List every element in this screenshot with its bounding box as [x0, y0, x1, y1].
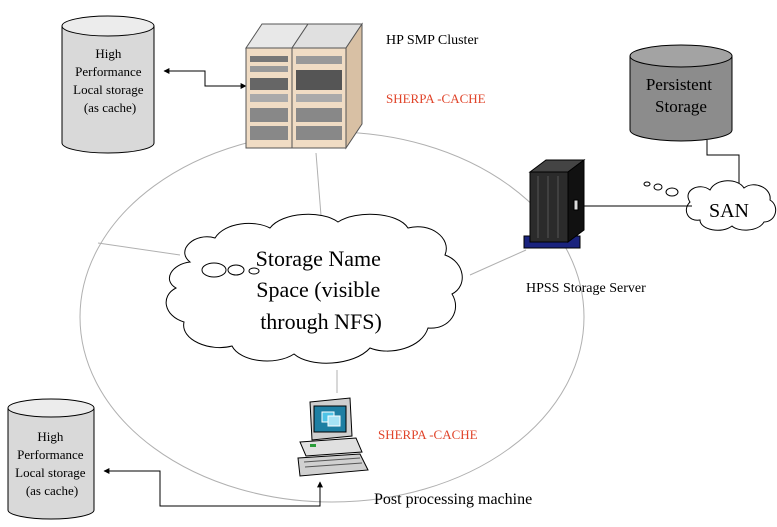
svg-text:Storage Name Space (visibl: Storage Name Space (visible through NFS) [256, 246, 387, 334]
persistent-storage-line: Persistent [646, 75, 712, 94]
local-storage-top-line: High [95, 46, 122, 61]
hpss-server-icon [523, 159, 586, 249]
persistent-san-link [706, 140, 740, 188]
svg-text:Persistent Storage: Persistent Storage [646, 75, 716, 116]
namespace-cloud [165, 213, 463, 364]
spoke-hpss [469, 249, 527, 276]
namespace-line: through NFS) [260, 309, 382, 334]
svg-text:High Performance L: High Performance Local storage (as cache… [73, 46, 147, 115]
local-storage-top-line: (as cache) [84, 100, 136, 115]
san-cloud [643, 180, 777, 231]
local-storage-bottom-line: Performance [17, 447, 84, 462]
local-storage-bottom-line: (as cache) [26, 483, 78, 498]
local-storage-top-line: Performance [75, 64, 142, 79]
cluster-cache-label: SHERPA -CACHE [386, 91, 486, 106]
persistent-storage-line: Storage [655, 97, 707, 116]
storage-post-arrow [103, 468, 323, 507]
local-storage-bottom-line: High [37, 429, 64, 444]
local-storage-bottom-cylinder: High Performance Local storage (as cache… [7, 398, 95, 520]
hp-smp-cluster-icon [245, 22, 363, 150]
local-storage-top-line: Local storage [73, 82, 144, 97]
cluster-title: HP SMP Cluster [386, 33, 479, 48]
spoke-left [97, 242, 181, 256]
namespace-line: Space (visible [256, 277, 380, 302]
svg-text:High Performance L: High Performance Local storage (as cache… [15, 429, 89, 498]
local-storage-top-cylinder: High Performance Local storage (as cache… [61, 15, 155, 154]
san-label: SAN [709, 200, 749, 222]
post-processing-pc-icon [297, 397, 369, 477]
namespace-line: Storage Name [256, 246, 381, 271]
post-machine-label: Post processing machine [374, 491, 532, 508]
hpss-label: HPSS Storage Server [526, 281, 646, 296]
local-storage-bottom-line: Local storage [15, 465, 86, 480]
post-cache-label: SHERPA -CACHE [378, 427, 478, 442]
storage-cluster-arrow [163, 68, 247, 89]
persistent-storage-cylinder: Persistent Storage [629, 44, 733, 142]
